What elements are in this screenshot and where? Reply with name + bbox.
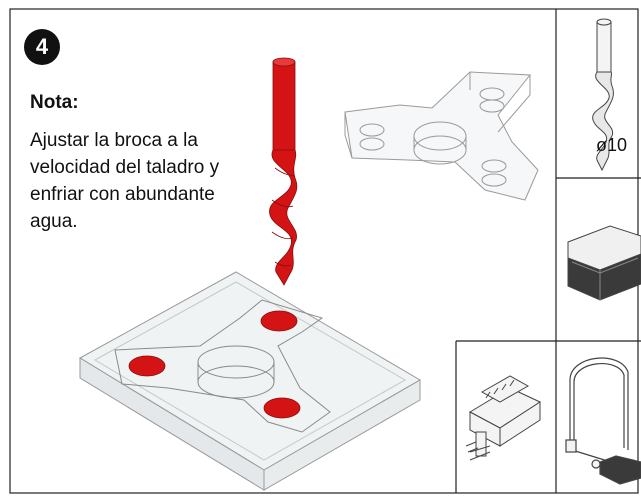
note-body: Ajustar la broca a la velocidad del tala… (30, 127, 260, 235)
step-number-badge: 4 (24, 29, 60, 65)
drill-mark-left (128, 355, 166, 377)
red-drill-bit (269, 57, 298, 286)
note-line: agua. (30, 211, 78, 232)
sanding-block-icon (567, 225, 641, 301)
drill-marks (128, 310, 301, 419)
acrylic-base-plate (79, 271, 421, 491)
finished-part-illustration (344, 71, 539, 201)
note-line: velocidad del taladro y (30, 157, 220, 178)
coping-saw-icon (565, 357, 641, 485)
template-outline (114, 299, 331, 433)
note-line: Ajustar la broca a la (30, 130, 198, 151)
drill-mark-top (260, 310, 298, 332)
bench-vise-icon (465, 375, 542, 461)
note-line: enfriar con abundante (30, 184, 215, 205)
note-title: Nota: (30, 92, 79, 113)
drill-mark-bottom (263, 397, 301, 419)
drill-bit-icon (592, 18, 614, 172)
drill-bit-size-label: ø10 (596, 135, 628, 155)
